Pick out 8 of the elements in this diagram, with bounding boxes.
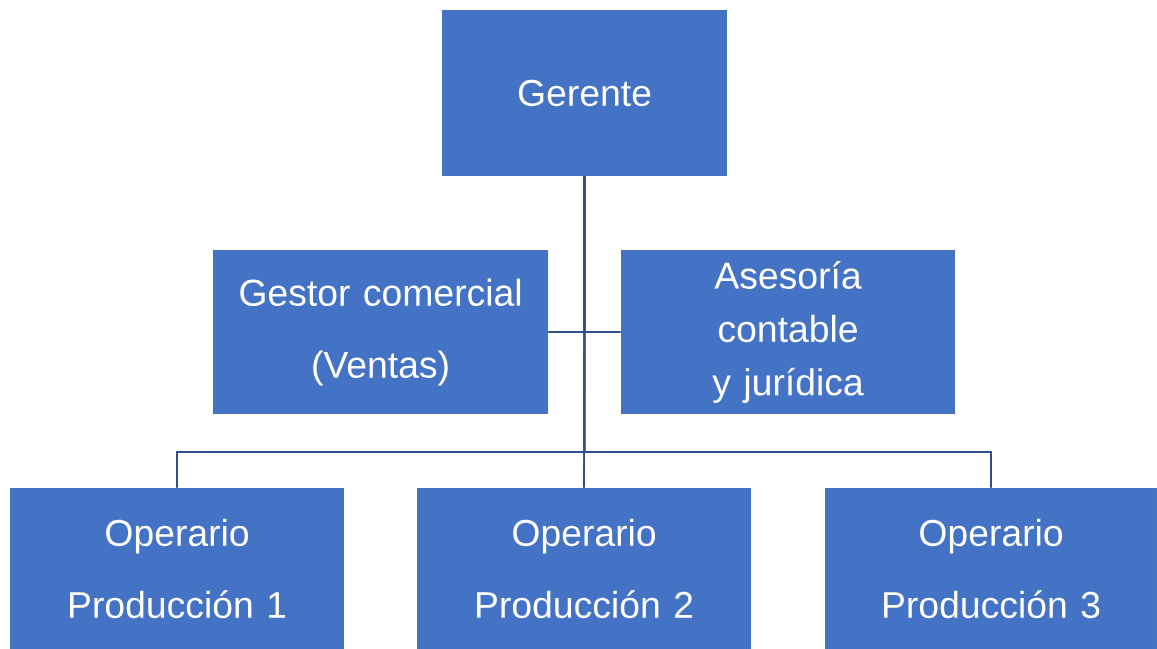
- connector-line: [583, 175, 992, 489]
- connector-line: [583, 175, 586, 489]
- org-box: Gestor comercial (Ventas): [213, 250, 548, 414]
- org-box: Operario Producción 3: [825, 488, 1157, 649]
- org-box: Gerente: [442, 10, 727, 176]
- org-box: Operario Producción 2: [417, 488, 751, 649]
- org-box: Operario Producción 1: [10, 488, 344, 649]
- org-box: Asesoría contable y jurídica: [621, 250, 955, 414]
